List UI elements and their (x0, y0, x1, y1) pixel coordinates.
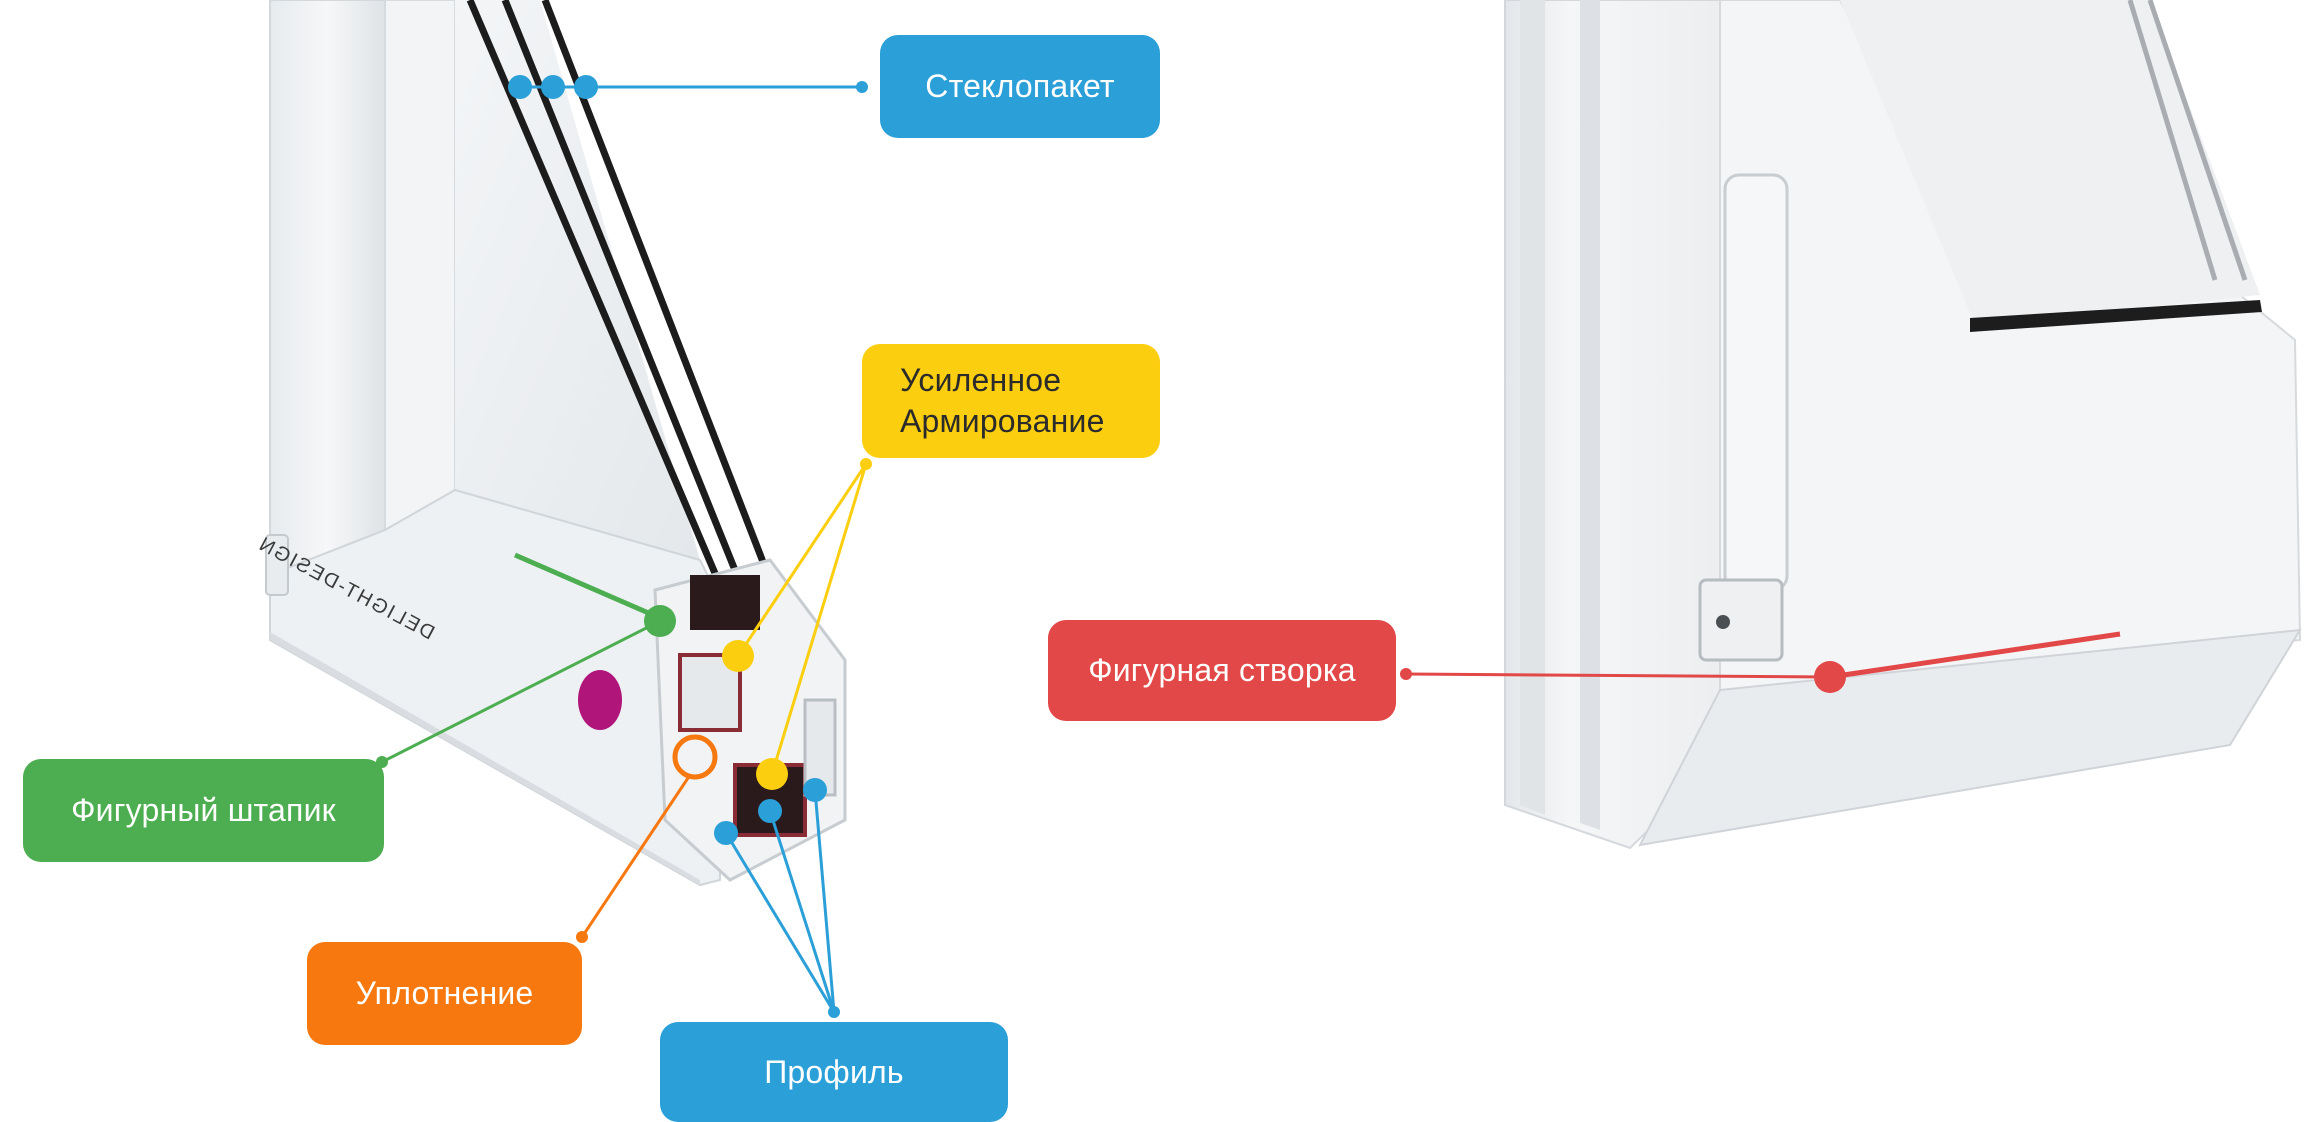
glass-unit-label-text: Стеклопакет (925, 68, 1115, 104)
glass-line-2 (501, 0, 749, 597)
seal-callout-end (576, 931, 588, 943)
sash-label: Фигурная створка (1048, 620, 1396, 721)
right-frame-strip-2 (1580, 0, 1600, 830)
brand-seal-logo (578, 670, 622, 730)
hinge-screw (1716, 615, 1730, 629)
bead-highlight-line (514, 552, 661, 621)
glass-marker-1 (508, 75, 532, 99)
arm-callout-line-2 (770, 463, 868, 775)
reinforcement-label: Усиленное Армирование (862, 344, 1160, 458)
reinforcement-label-line1: Усиленное (900, 362, 1062, 398)
glazing-bead-label: Фигурный штапик (23, 759, 384, 862)
profile-callout-line-1 (724, 832, 836, 1013)
sash-callout-line (1405, 672, 1831, 679)
sash-callout-end (1400, 668, 1412, 680)
profile-callout-line-3 (813, 789, 836, 1013)
glass-marker-3 (574, 75, 598, 99)
sash-marker (1814, 661, 1846, 693)
frame-bottom-face (270, 632, 700, 885)
glazing-bead-label-text: Фигурный штапик (71, 792, 336, 828)
right-glass-line-1 (2127, 0, 2218, 281)
sash-highlight-line (1829, 631, 2121, 680)
reinforcement-label-line2: Армирование (900, 403, 1105, 439)
profile-label: Профиль (660, 1022, 1008, 1122)
glass-callout-end (856, 81, 868, 93)
profile-callout-line-2 (768, 810, 836, 1013)
arm-callout-line-1 (736, 463, 868, 657)
glass-unit-label: Стеклопакет (880, 35, 1160, 138)
seal-label: Уплотнение (307, 942, 582, 1045)
seal-label-text: Уплотнение (355, 975, 534, 1011)
profile-marker-1 (714, 821, 738, 845)
frame-vertical (269, 0, 386, 577)
right-frame-strip (1520, 0, 1545, 815)
callout-lines (376, 75, 2121, 1018)
bead-marker (644, 605, 676, 637)
profile-marker-3 (803, 778, 827, 802)
glass-marker-2 (541, 75, 565, 99)
glass-pane (455, 0, 700, 560)
profile-callout-end (828, 1006, 840, 1018)
right-bottom-frame (1638, 628, 2302, 847)
glass-line-1 (466, 0, 724, 587)
sash-label-text: Фигурная створка (1088, 652, 1356, 688)
hinge-cover (1723, 173, 1789, 592)
seal-callout-line (580, 774, 692, 938)
profile-glazing-slot (690, 575, 760, 630)
profile-marker-2 (758, 799, 782, 823)
left-window-section: DELIGHT-DESIGN (254, 0, 847, 887)
arm-marker-2 (756, 758, 788, 790)
sash-vertical (384, 0, 456, 532)
right-glass-line-2 (2147, 0, 2248, 281)
arm-marker-1 (722, 640, 754, 672)
seal-marker-ring (672, 734, 718, 780)
arm-callout-end (860, 458, 872, 470)
profile-label-text: Профиль (764, 1053, 904, 1090)
frame-clip (265, 534, 289, 596)
hinge-base (1698, 578, 1784, 662)
bead-callout-line (381, 619, 661, 764)
right-glass-seal (1970, 300, 2262, 332)
right-window-section (1504, 0, 2302, 850)
